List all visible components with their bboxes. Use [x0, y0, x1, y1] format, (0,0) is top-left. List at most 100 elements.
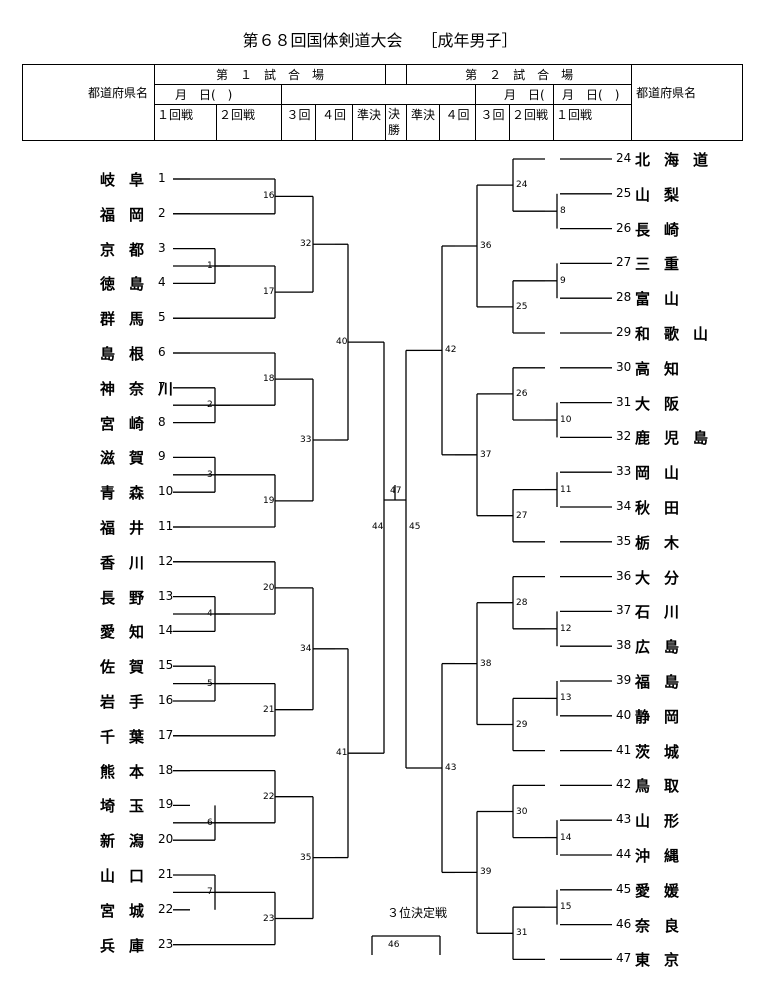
left-team-number: 17: [158, 727, 174, 742]
match-number: 38: [480, 658, 492, 669]
match-number: 21: [263, 704, 275, 715]
match-number: 27: [516, 510, 528, 521]
left-team-number: 23: [158, 936, 174, 951]
left-team-name: 福井: [100, 519, 159, 537]
left-team-name: 愛知: [100, 623, 159, 642]
left-team-name: 福岡: [100, 205, 159, 224]
left-team-number: 14: [158, 623, 174, 638]
match-number: 43: [445, 763, 457, 773]
third-place-label: ３位決定戦: [387, 906, 448, 920]
left-team-number: 1: [158, 171, 166, 185]
right-team-name: 広島: [635, 638, 694, 657]
left-team-name: 宮城: [100, 901, 159, 920]
right-team-number: 25: [616, 185, 632, 200]
right-team-number: 41: [616, 742, 632, 757]
left-team-number: 6: [158, 345, 166, 359]
right-team-number: 43: [616, 812, 632, 827]
left-team-number: 7: [158, 379, 166, 394]
left-team-number: 11: [158, 519, 174, 533]
right-team-number: 35: [616, 533, 632, 548]
round-label-final: 決勝: [385, 104, 408, 141]
left-team-name: 滋賀: [100, 449, 159, 468]
right-team-name: 鳥取: [635, 777, 694, 796]
match-number: 33: [300, 435, 312, 445]
right-team-number: 26: [616, 220, 632, 235]
match-number: 39: [480, 867, 492, 878]
match-number: 1: [207, 261, 213, 271]
right-team-number: 32: [616, 429, 632, 444]
left-team-name: 山口: [100, 867, 159, 885]
left-team-name: 群馬: [100, 310, 159, 329]
right-team-name: 石川: [635, 603, 694, 622]
round-label: ２回戦: [216, 104, 282, 141]
left-team-number: 2: [158, 205, 166, 220]
right-team-number: 40: [616, 707, 632, 722]
right-team-number: 42: [616, 777, 632, 792]
match-number: 22: [263, 791, 275, 802]
left-team-number: 5: [158, 310, 166, 325]
right-team-name: 大阪: [635, 394, 694, 413]
left-team-number: 10: [158, 484, 174, 499]
match-number: 2: [207, 400, 213, 411]
match-number: 26: [516, 388, 528, 399]
match-number: 47: [390, 486, 402, 496]
match-number: 8: [560, 206, 566, 217]
right-team-number: 37: [616, 603, 632, 618]
right-team-name: 富山: [635, 290, 694, 309]
round-label: １回戦: [154, 104, 217, 141]
round-label: 準決: [406, 104, 441, 141]
match-number: 34: [300, 643, 312, 654]
match-number: 11: [560, 484, 572, 495]
match-number: 35: [300, 852, 312, 863]
right-team-name: 大分: [635, 568, 694, 587]
right-team-name: 静岡: [635, 707, 694, 726]
right-team-name: 愛媛: [635, 881, 694, 900]
right-team-name: 長崎: [635, 220, 694, 239]
date-field-2[interactable]: 月 日( ): [475, 84, 555, 105]
match-number: 17: [263, 287, 275, 298]
right-team-name: 鹿児島: [635, 429, 723, 448]
match-number: 23: [263, 913, 275, 924]
right-team-number: 39: [616, 673, 632, 687]
left-team-name: 岐阜: [100, 171, 159, 189]
match-number: 40: [336, 337, 348, 348]
right-team-number: 29: [616, 325, 632, 339]
match-number: 30: [516, 806, 528, 817]
left-team-name: 徳島: [100, 275, 159, 294]
right-team-number: 36: [616, 568, 632, 583]
match-number: 18: [263, 374, 275, 385]
match-number: 10: [560, 415, 572, 425]
left-team-number: 20: [158, 832, 174, 847]
page-title: 第６８回国体剣道大会 ［成年男子］: [0, 27, 760, 51]
title-text: 第６８回国体剣道大会: [242, 31, 403, 50]
left-team-number: 8: [158, 414, 166, 429]
pref-label-left: 都道府県名: [22, 64, 155, 141]
right-team-number: 46: [616, 916, 632, 931]
right-team-name: 山梨: [635, 185, 694, 204]
match-number: 20: [263, 582, 275, 593]
left-team-number: 18: [158, 762, 174, 777]
right-team-number: 38: [616, 638, 632, 653]
right-team-name: 高知: [635, 359, 694, 378]
match-number: 24: [516, 180, 528, 191]
left-team-name: 青森: [100, 484, 159, 503]
left-team-name: 岩手: [100, 693, 159, 711]
match-number: 13: [560, 693, 572, 704]
match-number: 15: [560, 902, 572, 913]
subtitle-text: ［成年男子］: [421, 31, 518, 50]
left-team-name: 島根: [100, 345, 159, 363]
left-team-number: 4: [158, 275, 166, 290]
right-team-name: 北海道: [635, 151, 723, 169]
right-team-name: 岡山: [635, 464, 694, 483]
left-team-number: 9: [158, 449, 166, 464]
match-number: 36: [480, 241, 492, 251]
match-number: 45: [409, 522, 421, 532]
left-team-number: 13: [158, 588, 174, 603]
left-team-number: 12: [158, 553, 174, 568]
match-number: 44: [372, 522, 384, 532]
match-number: 46: [388, 940, 400, 950]
match-number: 28: [516, 597, 528, 608]
right-team-number: 47: [616, 951, 632, 966]
right-team-number: 45: [616, 881, 632, 896]
